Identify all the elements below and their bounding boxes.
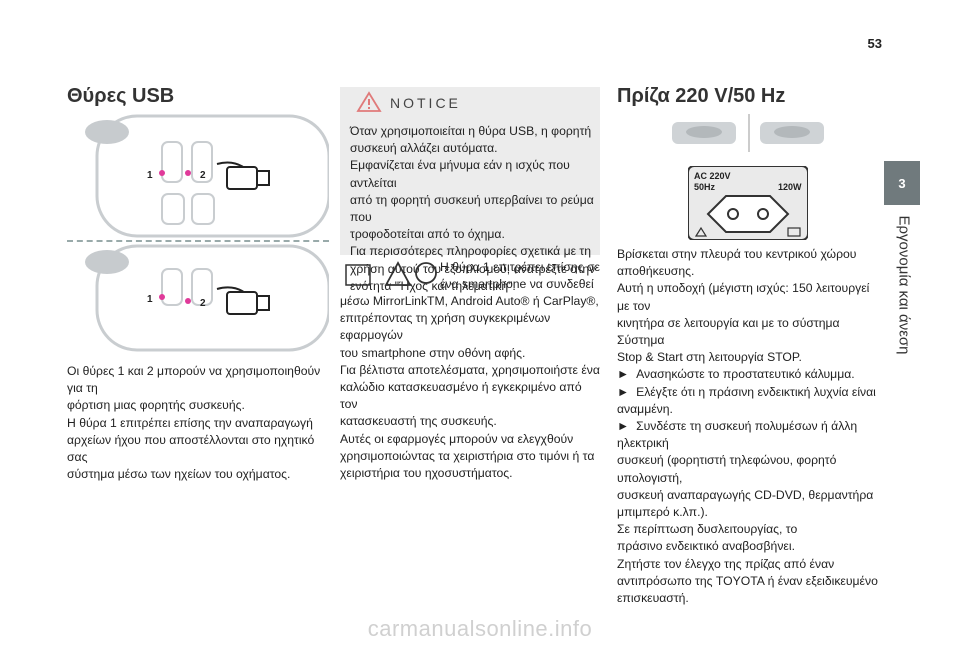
car-interior-illustration-bottom: 1 2 [85,244,329,352]
usb-description: Οι θύρες 1 και 2 μπορούν να χρησιμοποιηθ… [67,364,321,482]
section-tab[interactable]: 3 [884,161,920,205]
steering-wheel-icon [686,126,722,138]
car-interior-illustration-top: 1 2 [85,114,329,238]
notice-text: Όταν χρησιμοποιείται η θύρα USB, η φορητ… [350,124,596,293]
smartphone-mirror-icon [345,264,371,286]
android-auto-icon [384,261,412,286]
usb-plug-icon [226,291,258,315]
steering-wheel-icon [85,120,129,144]
power-socket-icon [706,195,790,233]
manual-book-icon [787,227,801,237]
watermark: carmanualsonline.info [367,616,593,641]
list-item: Ανασηκώστε το προστατευτικό κάλυμμα. [617,366,879,383]
mirror-icons [345,261,437,286]
svg-text:1: 1 [147,170,153,181]
svg-text:120W: 120W [778,182,802,192]
mirror-text-head: Η θύρα 1 επιτρέπει επίσης σε ένα smartph… [440,260,600,292]
usb-plug-icon [226,166,258,190]
carplay-icon [415,262,437,284]
socket-illustration: AC 220V 50Hz 120W [688,166,808,240]
warning-icon [694,226,708,237]
svg-text:AC 220V: AC 220V [694,171,731,181]
list-item: Συνδέστε τη συσκευή πολυμέσων ή άλλη ηλε… [617,418,879,452]
steering-wheel-icon [85,250,129,274]
svg-text:1: 1 [147,294,153,305]
socket-title: Πρίζα 220 V/50 Hz [617,85,786,107]
steering-wheel-icon [774,126,810,138]
notice-box [340,87,600,255]
socket-description: Βρίσκεται στην πλευρά του κεντρικού χώρο… [617,246,879,607]
dashboard-illustration [672,114,824,152]
list-item: Ελέγξτε ότι η πράσινη ενδεικτική λυχνία … [617,384,879,401]
warning-icon [356,91,382,112]
svg-text:2: 2 [200,298,206,309]
divider [67,240,329,242]
svg-text:50Hz: 50Hz [694,182,716,192]
mirror-text: μέσω MirrorLinkTM, Android Auto® ή CarPl… [340,294,600,481]
page-number: 53 [867,36,882,51]
svg-text:2: 2 [200,170,206,181]
notice-title: NOTICE [390,95,461,111]
usb-title: Θύρες USB [67,85,175,107]
